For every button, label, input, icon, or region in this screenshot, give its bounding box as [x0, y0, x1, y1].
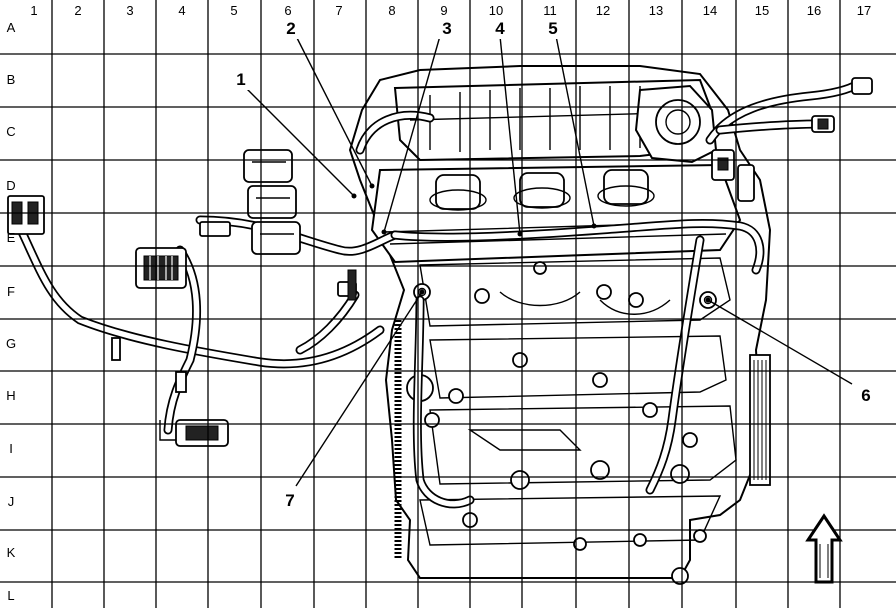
column-label: 2 [74, 3, 81, 18]
row-label: G [6, 336, 16, 351]
row-label: B [7, 72, 16, 87]
column-label: 17 [857, 3, 871, 18]
row-labels: A B C D E F G H I J K L [6, 20, 16, 603]
callout-3: 3 [442, 19, 451, 38]
column-label: 3 [126, 3, 133, 18]
ignition-coils [429, 169, 655, 211]
row-label: E [7, 230, 16, 245]
harness-clip [175, 371, 187, 393]
throttle-bore [655, 99, 701, 145]
row-label: I [9, 441, 13, 456]
callout-6: 6 [861, 386, 870, 405]
callout-1: 1 [236, 70, 245, 89]
callout-leaders [245, 35, 853, 487]
harness-clip [111, 337, 121, 361]
row-label: D [6, 178, 15, 193]
column-label: 14 [703, 3, 717, 18]
up-arrow-icon [805, 513, 843, 584]
callout-2: 2 [286, 19, 295, 38]
column-label: 9 [440, 3, 447, 18]
row-label: K [7, 545, 16, 560]
callout-4: 4 [495, 19, 505, 38]
right-connectors [711, 149, 755, 202]
column-label: 16 [807, 3, 821, 18]
column-label: 5 [230, 3, 237, 18]
row-label: C [6, 124, 15, 139]
column-label: 10 [489, 3, 503, 18]
row-label: J [8, 494, 15, 509]
lower-left-connector [159, 419, 229, 447]
callout-labels: 1 2 3 4 5 6 7 [232, 17, 875, 511]
column-label: 1 [30, 3, 37, 18]
callout-7: 7 [285, 491, 294, 510]
row-label: A [7, 20, 16, 35]
crank-pulley [749, 354, 771, 486]
column-labels: 1 2 3 4 5 6 7 8 9 10 11 12 13 14 15 16 1… [30, 3, 871, 18]
column-label: 15 [755, 3, 769, 18]
bolt-bosses [406, 261, 717, 585]
row-label: F [7, 284, 15, 299]
column-label: 7 [335, 3, 342, 18]
wiring-harness [17, 79, 863, 509]
column-label: 12 [596, 3, 610, 18]
small-connector [337, 269, 357, 301]
stacked-connectors [243, 149, 301, 255]
harness-clip [199, 221, 231, 237]
column-label: 6 [284, 3, 291, 18]
callout-5: 5 [548, 19, 557, 38]
callout-points [351, 183, 711, 303]
row-label: H [6, 388, 15, 403]
square-connector [135, 247, 187, 289]
column-label: 13 [649, 3, 663, 18]
column-label: 8 [388, 3, 395, 18]
column-label: 11 [543, 3, 557, 18]
left-edge-connector [7, 195, 45, 235]
column-label: 4 [178, 3, 185, 18]
engine-illustration [348, 65, 772, 585]
top-right-connector [811, 77, 873, 133]
row-label: L [7, 588, 14, 603]
